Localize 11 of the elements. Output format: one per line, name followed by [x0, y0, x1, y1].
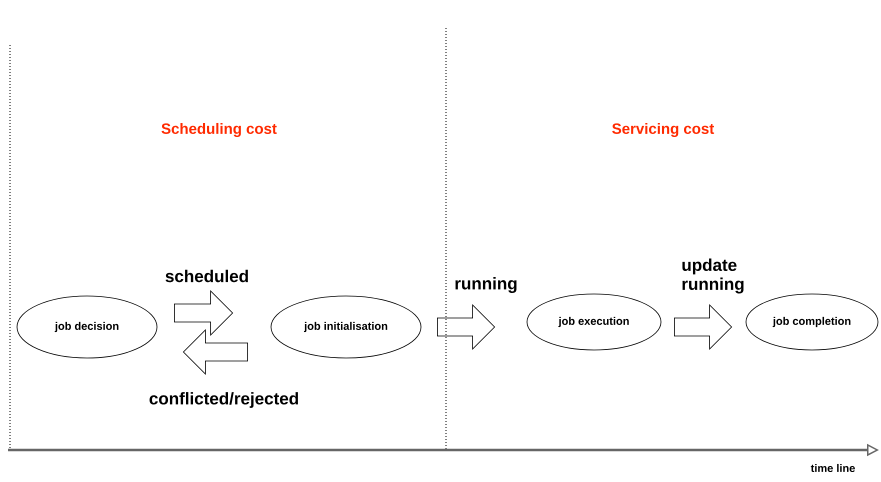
edge-label: scheduled [164, 268, 250, 284]
block-arrow [174, 290, 234, 336]
block-arrow [182, 329, 248, 375]
block-arrow [674, 304, 732, 350]
edge-label: update running [680, 258, 744, 294]
edge-label: running [453, 276, 519, 294]
block-arrow [437, 304, 496, 350]
edge-label: conflicted/rejected [148, 391, 300, 409]
axis-label: time line [810, 464, 855, 472]
section-title: Servicing cost [612, 122, 714, 138]
section-title: Scheduling cost [162, 122, 277, 138]
